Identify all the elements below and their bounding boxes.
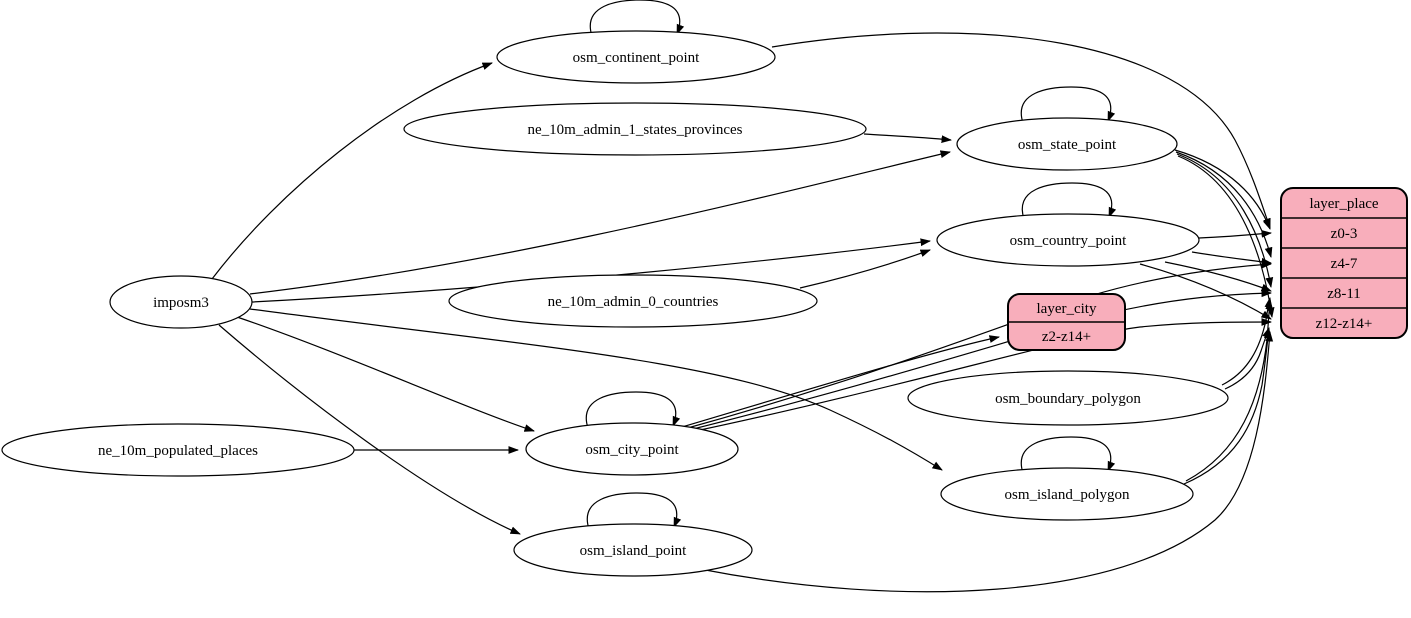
- edge-imposm3-to-osm_city_point: [236, 316, 535, 432]
- edge-osm_city_point-to-layer_city:z2-z14+: [681, 335, 1000, 428]
- edge-ne_10m_admin_0_countries-to-osm_country_point: [799, 249, 931, 289]
- edge-imposm3-to-osm_island_polygon: [249, 308, 943, 471]
- node-osm_island_polygon: osm_island_polygon: [940, 467, 1194, 521]
- edge-imposm3-to-osm_state_point: [249, 150, 951, 295]
- node-label-ne_10m_admin_1_states_provinces: ne_10m_admin_1_states_provinces: [528, 122, 743, 138]
- edge-osm_continent_point-to-layer_place:z0-3: [771, 32, 1271, 229]
- node-osm_boundary_polygon: osm_boundary_polygon: [907, 370, 1229, 426]
- node-layer_place-header: layer_place: [1309, 196, 1378, 212]
- edge-osm_island_point-to-osm_island_point: [586, 492, 682, 530]
- node-layer_city-header: layer_city: [1037, 301, 1097, 317]
- edge-osm_island_polygon-to-osm_island_polygon: [1020, 436, 1116, 474]
- node-layer_place-row-z12-z14+: z12-z14+: [1316, 316, 1373, 332]
- node-label-osm_city_point: osm_city_point: [585, 442, 679, 458]
- diagram-edges: [211, 0, 1275, 593]
- node-layer_place: layer_place z0-3 z4-7 z8-11 z12-z14+: [1280, 187, 1408, 339]
- edge-osm_island_point-to-layer_place:z12-z14+: [699, 331, 1274, 593]
- node-osm_island_point: osm_island_point: [513, 523, 753, 577]
- diagram-nodes: imposm3 osm_continent_point ne_10m_admin_1…: [1, 30, 1408, 577]
- edge-osm_boundary_polygon-to-layer_place:z12-z14+: [1224, 327, 1270, 390]
- node-label-osm_continent_point: osm_continent_point: [573, 50, 700, 66]
- node-label-ne_10m_admin_0_countries: ne_10m_admin_0_countries: [548, 294, 719, 310]
- node-imposm3: imposm3: [109, 275, 253, 329]
- node-ne_10m_admin_1_states_provinces: ne_10m_admin_1_states_provinces: [403, 102, 867, 156]
- node-osm_state_point: osm_state_point: [956, 117, 1178, 171]
- node-osm_continent_point: osm_continent_point: [496, 30, 776, 84]
- edge-osm_island_polygon-to-layer_place:z8-11: [1185, 299, 1274, 482]
- node-label-osm_island_point: osm_island_point: [580, 543, 688, 559]
- node-label-osm_country_point: osm_country_point: [1010, 233, 1127, 249]
- edge-osm_city_point-to-osm_city_point: [585, 391, 681, 429]
- node-layer_city-row-z2-z14+: z2-z14+: [1042, 329, 1091, 345]
- node-label-osm_island_polygon: osm_island_polygon: [1004, 487, 1130, 503]
- node-ne_10m_admin_0_countries: ne_10m_admin_0_countries: [448, 274, 818, 328]
- node-label-osm_boundary_polygon: osm_boundary_polygon: [995, 391, 1141, 407]
- edge-ne_10m_admin_1_states_provinces-to-osm_state_point: [863, 133, 952, 143]
- edge-imposm3-to-osm_country_point: [251, 238, 931, 303]
- edge-osm_country_point-to-layer_place:z8-11: [1164, 261, 1272, 292]
- edge-imposm3-to-osm_continent_point: [211, 62, 493, 280]
- edge-osm_country_point-to-layer_place:z0-3: [1198, 229, 1272, 239]
- node-layer_city: layer_city z2-z14+: [1007, 293, 1126, 351]
- node-osm_city_point: osm_city_point: [525, 422, 739, 476]
- node-layer_place-row-z8-11: z8-11: [1327, 286, 1361, 302]
- edge-osm_state_point-to-layer_place:z8-11: [1176, 153, 1274, 288]
- edge-imposm3-to-osm_island_point: [218, 324, 521, 535]
- edge-osm_island_polygon-to-layer_place:z12-z14+: [1183, 328, 1272, 485]
- node-layer_place-row-z0-3: z0-3: [1331, 226, 1358, 242]
- edge-osm_boundary_polygon-to-layer_place:z8-11: [1221, 297, 1273, 386]
- edge-osm_state_point-to-layer_place:z0-3: [1174, 149, 1271, 230]
- edge-osm_country_point-to-layer_place:z12-z14+: [1139, 263, 1272, 320]
- edge-osm_state_point-to-osm_state_point: [1020, 86, 1116, 124]
- edge-osm_state_point-to-layer_place:z4-7: [1175, 151, 1273, 258]
- node-label-ne_10m_populated_places: ne_10m_populated_places: [98, 443, 258, 459]
- node-ne_10m_populated_places: ne_10m_populated_places: [1, 423, 355, 477]
- node-label-imposm3: imposm3: [153, 295, 209, 311]
- node-label-osm_state_point: osm_state_point: [1018, 137, 1117, 153]
- edge-osm_continent_point-to-osm_continent_point: [589, 0, 685, 37]
- edge-osm_country_point-to-osm_country_point: [1021, 182, 1117, 220]
- node-layer_place-row-z4-7: z4-7: [1331, 256, 1358, 272]
- node-osm_country_point: osm_country_point: [936, 213, 1200, 267]
